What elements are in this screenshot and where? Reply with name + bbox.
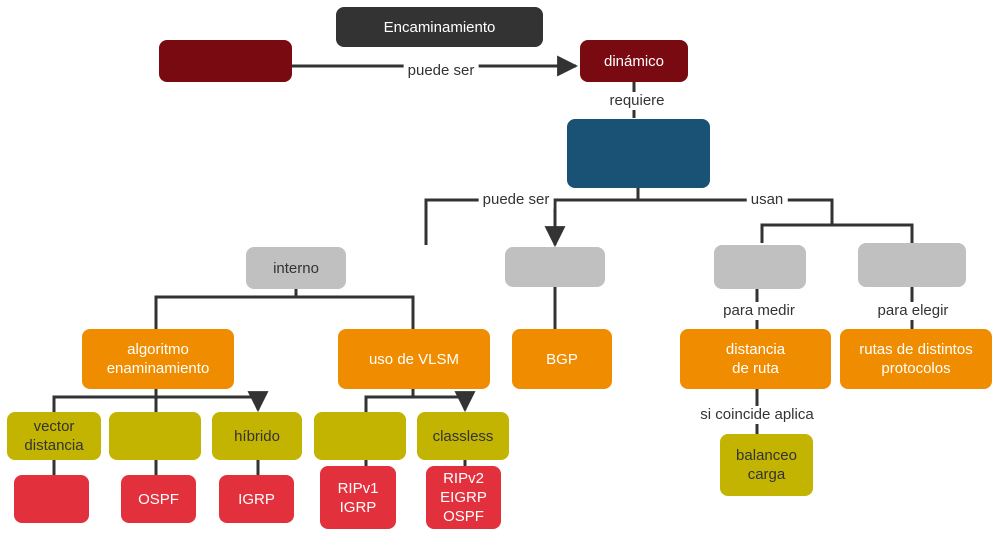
label-usan: usan [746,191,788,209]
node-distancia-admin [858,243,966,287]
node-distancia-ruta: distancia de ruta [680,329,831,389]
node-hibrido: híbrido [212,412,302,460]
edge-vlsm-classless [413,391,476,413]
node-ripv1-igrp: RIPv1 IGRP [320,466,396,529]
node-interno: interno [246,247,346,289]
node-rutas-distintos: rutas de distintos protocolos [840,329,992,389]
edge-branch-right [638,198,834,225]
node-encaminamiento: Encaminamiento [336,7,543,47]
edge-usan-split [760,223,914,243]
node-algoritmo: algoritmo enaminamiento [82,329,234,389]
node-classful [314,412,406,460]
edge-algoritmo-hibrido [156,391,269,413]
node-classless: classless [417,412,509,460]
edge-branch-left [424,198,638,245]
edge-interno-split [154,289,298,329]
node-protocolos [567,119,710,188]
node-externo [505,247,605,287]
label-para-elegir: para elegir [873,302,953,320]
node-balanceo: balanceo carga [720,434,813,496]
node-vlsm: uso de VLSM [338,329,490,389]
label-puede-ser-1: puede ser [403,62,479,80]
edge-algoritmo-split [52,389,158,412]
node-estatico [159,40,292,82]
node-igrp: IGRP [219,475,294,523]
label-puede-ser-2: puede ser [478,191,554,209]
label-si-coincide: si coincide aplica [696,406,818,424]
node-ejemplo-vector [14,475,89,523]
node-bgp: BGP [512,329,612,389]
label-para-medir: para medir [719,302,799,320]
node-ospf: OSPF [121,475,196,523]
node-metrica [714,245,806,289]
node-ripv2-eigrp-ospf: RIPv2 EIGRP OSPF [426,466,501,529]
edge-vlsm-split [364,389,415,412]
node-dinamico: dinámico [580,40,688,82]
label-requiere: requiere [605,92,669,110]
node-estado-enlace [109,412,201,460]
edge-interno-vlsm [296,295,415,329]
node-vector-distancia: vector distancia [7,412,101,460]
